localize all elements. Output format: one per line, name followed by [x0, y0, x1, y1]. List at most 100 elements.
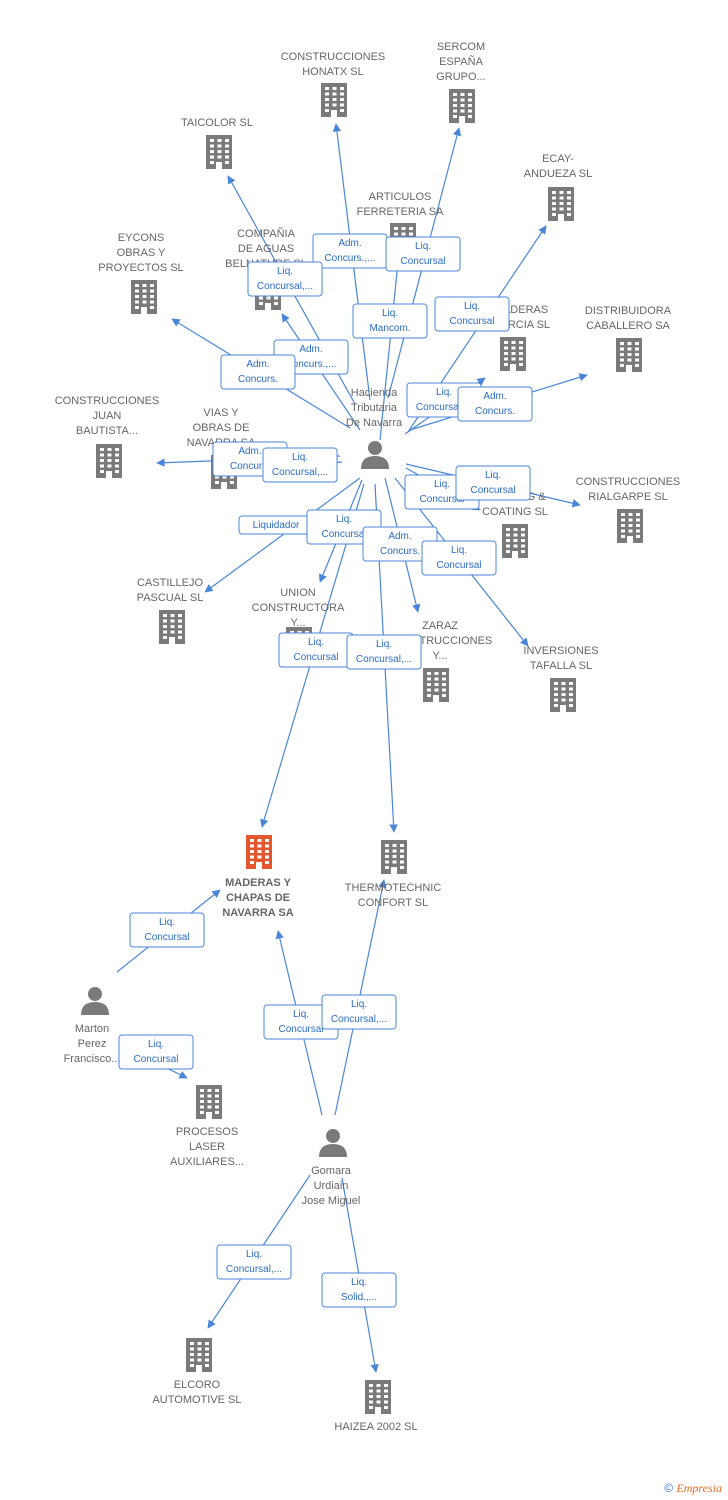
- edge-label-hacienda-to-eycons[interactable]: Adm. Concurs.: [220, 354, 296, 390]
- edge-label-box: [321, 1272, 397, 1308]
- edge-label-marton-to-procesos[interactable]: Liq.Concursal: [118, 1034, 194, 1070]
- node-label-line: Marton: [75, 1023, 109, 1035]
- edge-hacienda-to-articulos: [379, 261, 402, 441]
- node-sercom[interactable]: SERCOMESPAÑAGRUPO...: [436, 41, 486, 123]
- edge-label-box: [129, 912, 205, 948]
- node-juan[interactable]: CONSTRUCCIONESJUANBAUTISTA...: [55, 395, 160, 478]
- node-ecay[interactable]: ECAY-ANDUEZA SL: [524, 153, 592, 221]
- edge-label-text: Liq.: [246, 1249, 262, 1260]
- node-label-line: COMPAÑIA: [237, 227, 296, 240]
- edge-label-text: Concurs.: [238, 374, 278, 385]
- edge-label-box: [220, 354, 296, 390]
- node-marton[interactable]: MartonPerezFrancisco...: [64, 987, 121, 1065]
- node-label-line: Jose Miguel: [302, 1195, 361, 1207]
- node-label-line: RIALGARPE SL: [588, 491, 667, 503]
- node-label-line: OBRAS DE: [193, 422, 250, 434]
- edge-label-text: Solid.,...: [341, 1292, 377, 1303]
- edge-label-text: Liq.: [293, 1009, 309, 1020]
- edge-label-text: Liq.: [292, 452, 308, 463]
- edge-label-hacienda-to-taicolor[interactable]: Liq.Concursal,...: [247, 261, 323, 297]
- edge-label-text: Liq.: [376, 639, 392, 650]
- node-haizea[interactable]: HAIZEA 2002 SL: [334, 1380, 418, 1433]
- node-label-line: CABALLERO SA: [586, 320, 670, 332]
- edge-label-box: [346, 634, 422, 670]
- node-label-line: ELCORO: [174, 1379, 221, 1391]
- node-label-line: Gomara: [311, 1165, 352, 1177]
- node-label-line: BAUTISTA...: [76, 425, 138, 437]
- edge-labels-layer: Adm.Concurs.,...Liq.ConcursalLiq.Concurs…: [118, 233, 533, 1308]
- edge-label-text: Concursal,...: [356, 654, 412, 665]
- edge-label-hacienda-to-ecay[interactable]: Liq.Concursal: [434, 296, 510, 332]
- building-icon: [548, 187, 574, 221]
- node-label-line: INVERSIONES: [523, 645, 598, 657]
- node-label-line: ECAY-: [542, 153, 574, 165]
- node-label-line: COATING SL: [482, 506, 548, 518]
- edge-label-marton-to-maderas_chapas[interactable]: Liq.Concursal: [129, 912, 205, 948]
- edge-label-gomara-to-haizea[interactable]: Liq.Solid.,...: [321, 1272, 397, 1308]
- building-icon: [381, 840, 407, 874]
- node-label-line: CHAPAS DE: [226, 892, 290, 904]
- edge-label-text: Concursal: [419, 494, 464, 505]
- edge-label-hacienda-to-castillejo[interactable]: Liquidador: [238, 515, 314, 535]
- person-icon: [319, 1129, 347, 1157]
- edge-label-hacienda-to-vias[interactable]: Liq.Concursal,...: [262, 447, 338, 483]
- brand-logo: Empresia: [676, 1481, 722, 1495]
- edge-label-gomara-to-elcoro[interactable]: Liq.Concursal,...: [216, 1244, 292, 1280]
- edge-label-box: [457, 386, 533, 422]
- edge-label-text: Adm.: [246, 359, 269, 370]
- edge-label-gomara-to-maderas_chapas[interactable]: Liq.Concursal: [263, 1004, 339, 1040]
- building-icon: [321, 83, 347, 117]
- edge-label-text: Liq.: [308, 637, 324, 648]
- edge-label-text: Liq.: [434, 479, 450, 490]
- building-icon: [196, 1085, 222, 1119]
- node-label-line: CONSTRUCTORA: [252, 602, 345, 614]
- node-label-line: Y...: [290, 617, 305, 629]
- node-label-line: De Navarra: [346, 417, 403, 429]
- edge-label-text: Liq.: [451, 545, 467, 556]
- edge-label-hacienda-to-honatx[interactable]: Adm.Concurs.,...: [312, 233, 388, 269]
- edge-label-box: [118, 1034, 194, 1070]
- edge-label-text: Liq.: [485, 470, 501, 481]
- node-label-line: CONSTRUCCIONES: [281, 51, 386, 63]
- edge-label-hacienda-to-distribuidora[interactable]: Adm.Concurs.: [457, 386, 533, 422]
- person-icon: [361, 441, 389, 469]
- building-icon: [246, 835, 272, 869]
- edge-label-hacienda-to-rialgarpe[interactable]: Liq.Concursal: [455, 465, 531, 501]
- node-label-line: CONSTRUCCIONES: [55, 395, 160, 407]
- edge-label-text: Concurs.,...: [285, 359, 336, 370]
- edge-label-hacienda-to-maderas_chapas[interactable]: Liq. Concursal: [278, 632, 354, 668]
- building-icon: [131, 280, 157, 314]
- edge-label-hacienda-to-thermotechnic[interactable]: Liq. Concursal,...: [346, 634, 422, 670]
- edge-label-hacienda-to-articulos[interactable]: Liq.Mancom.: [352, 303, 428, 339]
- edge-label-text: Concurs.,...: [324, 253, 375, 264]
- node-label-line: NAVARRA SA: [222, 907, 293, 919]
- building-icon: [616, 338, 642, 372]
- edge-label-hacienda-to-inversiones[interactable]: Liq.Concursal: [421, 540, 497, 576]
- edge-label-text: Liq.: [464, 301, 480, 312]
- edge-label-text: Liq.: [148, 1039, 164, 1050]
- edge-label-hacienda-to-sercom[interactable]: Liq.Concursal: [385, 236, 461, 272]
- node-procesos[interactable]: PROCESOSLASERAUXILIARES...: [170, 1085, 244, 1168]
- edge-label-text: Liq.: [351, 999, 367, 1010]
- node-label-line: FERRETERIA SA: [357, 206, 444, 218]
- node-taicolor[interactable]: TAICOLOR SL: [181, 117, 253, 169]
- node-label-line: GRUPO...: [436, 71, 486, 83]
- edge-label-gomara-to-thermotechnic[interactable]: Liq. Concursal,...: [321, 994, 397, 1030]
- edge-label-box: [434, 296, 510, 332]
- node-label-line: ZARAZ: [422, 620, 458, 632]
- edge-label-text: Concursal,...: [331, 1014, 387, 1025]
- edge-label-text: Concursal: [293, 652, 338, 663]
- edge-label-text: Concursal: [400, 256, 445, 267]
